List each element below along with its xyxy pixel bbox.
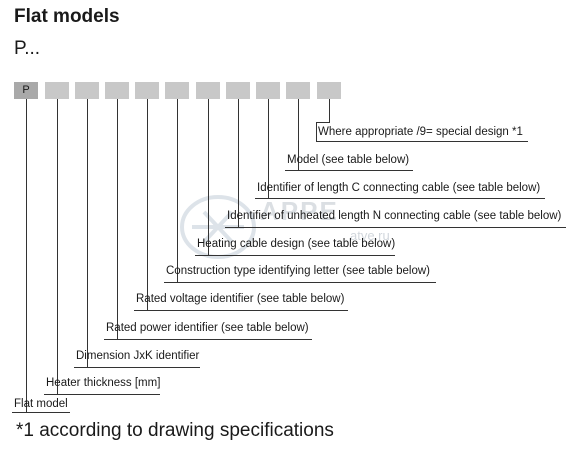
- code-box-3: [75, 82, 99, 99]
- label-rated-power: Rated power identifier (see table below): [106, 322, 309, 334]
- connector-v-3: [268, 99, 269, 198]
- label-heating-cable-design: Heating cable design (see table below): [197, 238, 396, 250]
- label-dimension: Dimension JxK identifier: [76, 350, 200, 362]
- connector-h-2: [285, 170, 413, 171]
- connector-h-5: [195, 255, 395, 256]
- connector-h-3: [255, 198, 545, 199]
- code-box-11: [317, 82, 341, 99]
- watermark-text: APPE: [260, 196, 339, 226]
- label-model: Model (see table below): [287, 154, 410, 166]
- connector-h-1a: [316, 122, 330, 123]
- label-flat-model: Flat model: [14, 398, 68, 410]
- connector-v-1: [329, 99, 330, 122]
- watermark-subtext: atve.ru: [350, 228, 390, 243]
- label-special-design: Where appropriate /9= special design *1: [318, 126, 523, 138]
- code-box-2: [45, 82, 69, 99]
- connector-h-8: [104, 339, 312, 340]
- model-code: P...: [14, 38, 41, 59]
- connector-h-11: [12, 412, 70, 413]
- connector-h-6: [164, 282, 436, 283]
- label-heater-thickness: Heater thickness [mm]: [46, 377, 161, 389]
- connector-v-10: [57, 99, 58, 394]
- connector-v-4: [238, 99, 239, 227]
- connector-h-4: [225, 227, 566, 228]
- label-length-c: Identifier of length C connecting cable …: [257, 182, 541, 194]
- connector-v-8: [117, 99, 118, 339]
- label-unheated-length-n: Identifier of unheated length N connecti…: [227, 210, 562, 222]
- page-title: Flat models: [14, 6, 120, 27]
- code-box-8: [226, 82, 250, 99]
- code-box-7: [196, 82, 220, 99]
- code-box-6: [165, 82, 189, 99]
- footnote: *1 according to drawing specifications: [16, 420, 334, 441]
- connector-v-2: [298, 99, 299, 170]
- code-box-9: [256, 82, 280, 99]
- connector-v-11: [26, 99, 27, 412]
- connector-v-5: [208, 99, 209, 255]
- label-construction-type: Construction type identifying letter (se…: [166, 265, 431, 277]
- code-box-4: [105, 82, 129, 99]
- connector-h-1: [316, 141, 528, 142]
- connector-h-10: [44, 394, 160, 395]
- connector-v-6: [177, 99, 178, 282]
- code-box-1: P: [14, 82, 38, 99]
- connector-v-9: [87, 99, 88, 367]
- code-box-10: [286, 82, 310, 99]
- connector-h-7: [134, 310, 348, 311]
- connector-v-1b: [316, 122, 317, 141]
- connector-h-9: [74, 367, 200, 368]
- connector-v-7: [147, 99, 148, 310]
- label-rated-voltage: Rated voltage identifier (see table belo…: [136, 293, 345, 305]
- code-box-5: [135, 82, 159, 99]
